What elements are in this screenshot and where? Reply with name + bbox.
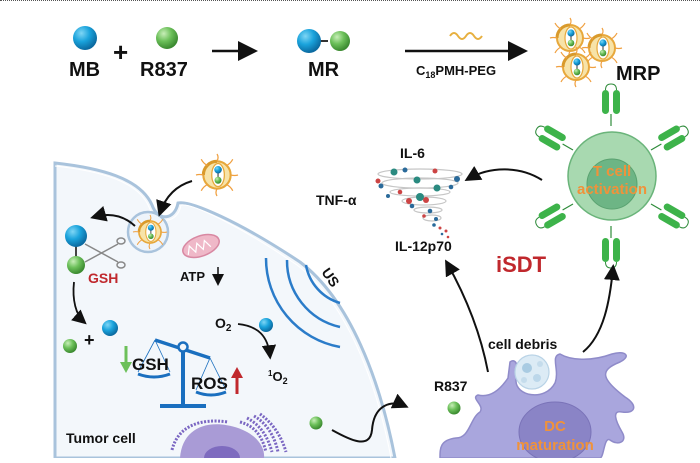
dc-maturation-label-line1: DC bbox=[544, 418, 566, 435]
mb-photosensitizer-icon bbox=[259, 318, 273, 332]
uptake-arrow bbox=[156, 180, 193, 217]
r837-dc-label: R837 bbox=[434, 378, 468, 394]
cleaved-mr-icon bbox=[65, 225, 87, 274]
exiting-r837-icon bbox=[309, 416, 323, 430]
o2-label: O2 bbox=[215, 315, 232, 334]
balance-ros-label: ROS bbox=[191, 374, 228, 393]
tcell-activation-label-line1: T cell bbox=[593, 163, 631, 180]
r837-molecule-icon bbox=[156, 27, 178, 49]
peg-chain-icon bbox=[449, 32, 483, 40]
cytokine-storm-icon bbox=[375, 167, 463, 239]
endocytosed-nanoparticle-icon bbox=[131, 213, 169, 251]
mr-label: MR bbox=[308, 59, 340, 81]
sonosensitization-arrow bbox=[237, 323, 277, 360]
plus-sign-2: + bbox=[84, 330, 95, 350]
il12p70-label: IL-12p70 bbox=[395, 238, 452, 254]
ultrasound-waves-icon bbox=[264, 257, 341, 349]
r837-transport-arrow bbox=[331, 393, 409, 443]
split-arrow bbox=[71, 281, 87, 325]
ros-up-arrow-icon bbox=[231, 367, 243, 394]
scissors-icon bbox=[84, 237, 126, 269]
gsh-label: GSH bbox=[88, 270, 118, 286]
tcell-to-cytokine-arrow bbox=[464, 166, 543, 182]
mb-molecule-icon bbox=[73, 26, 97, 50]
reagent-label: C18PMH-PEG bbox=[416, 63, 496, 80]
mrp-label: MRP bbox=[616, 63, 660, 85]
plus-sign: + bbox=[113, 37, 128, 67]
released-r837-icon bbox=[63, 339, 77, 353]
tumor-cell-label: Tumor cell bbox=[66, 430, 136, 446]
mitochondrion-icon bbox=[182, 233, 220, 259]
release-arrow bbox=[90, 206, 136, 227]
mrp-nanoparticles-icon bbox=[548, 16, 624, 89]
cell-debris-icon bbox=[514, 354, 550, 390]
released-mb-icon bbox=[102, 320, 118, 336]
dc-to-cytokine-arrow bbox=[445, 259, 489, 373]
dc-maturation-label-line2: maturation bbox=[516, 437, 594, 454]
mr-molecule-icon bbox=[297, 29, 350, 53]
r837-near-dc-icon bbox=[447, 401, 461, 415]
tcell-activation-label-line2: activation bbox=[577, 181, 647, 198]
nucleus-icon bbox=[170, 412, 288, 463]
balance-scale-icon bbox=[137, 338, 227, 408]
il6-label: IL-6 bbox=[400, 145, 425, 161]
tnf-alpha-label: TNF-α bbox=[316, 192, 357, 208]
tcell-icon bbox=[531, 83, 693, 269]
top-border bbox=[0, 0, 700, 1]
singlet-oxygen-label: 1O2 bbox=[268, 369, 288, 386]
free-nanoparticle-icon bbox=[194, 152, 240, 198]
cell-debris-label: cell debris bbox=[488, 336, 557, 352]
isdt-label: iSDT bbox=[496, 252, 547, 277]
dc-to-tcell-arrow bbox=[582, 264, 620, 353]
mb-label: MB bbox=[69, 59, 100, 81]
balance-gsh-label: GSH bbox=[132, 355, 169, 374]
r837-label: R837 bbox=[140, 59, 188, 81]
atp-label: ATP bbox=[180, 269, 205, 284]
